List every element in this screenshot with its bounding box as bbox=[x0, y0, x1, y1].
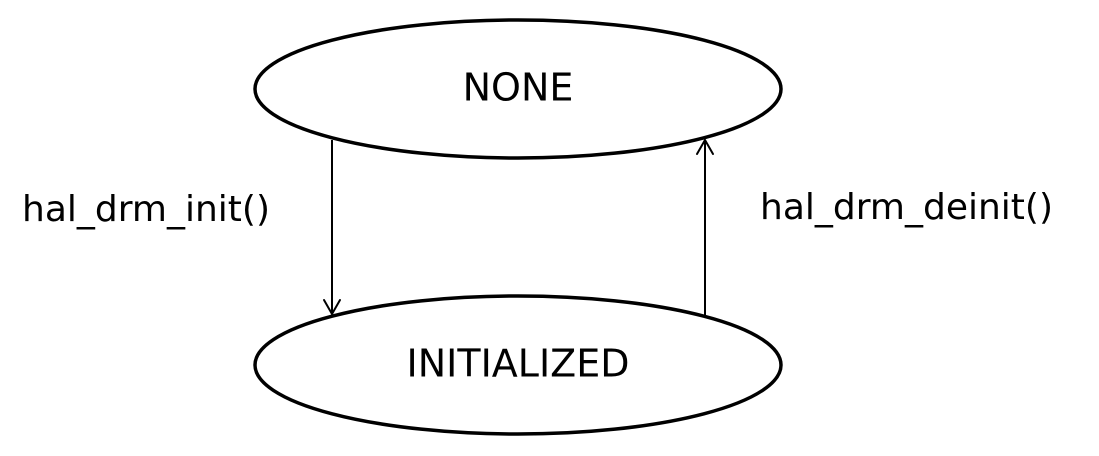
state-initialized-ellipse bbox=[253, 294, 783, 436]
transition-init: hal_drm_init() bbox=[22, 140, 341, 315]
transition-init-label: hal_drm_init() bbox=[22, 189, 270, 230]
state-none-label: NONE bbox=[463, 66, 574, 110]
transition-deinit-arrowhead bbox=[696, 139, 714, 155]
state-initialized-label: INITIALIZED bbox=[407, 342, 630, 386]
state-none: NONE bbox=[253, 18, 783, 160]
transition-deinit: hal_drm_deinit() bbox=[696, 139, 1053, 315]
state-none-ellipse bbox=[253, 18, 783, 160]
transition-deinit-label: hal_drm_deinit() bbox=[760, 187, 1053, 228]
transition-init-arrowhead bbox=[323, 299, 341, 315]
state-initialized: INITIALIZED bbox=[253, 294, 783, 436]
